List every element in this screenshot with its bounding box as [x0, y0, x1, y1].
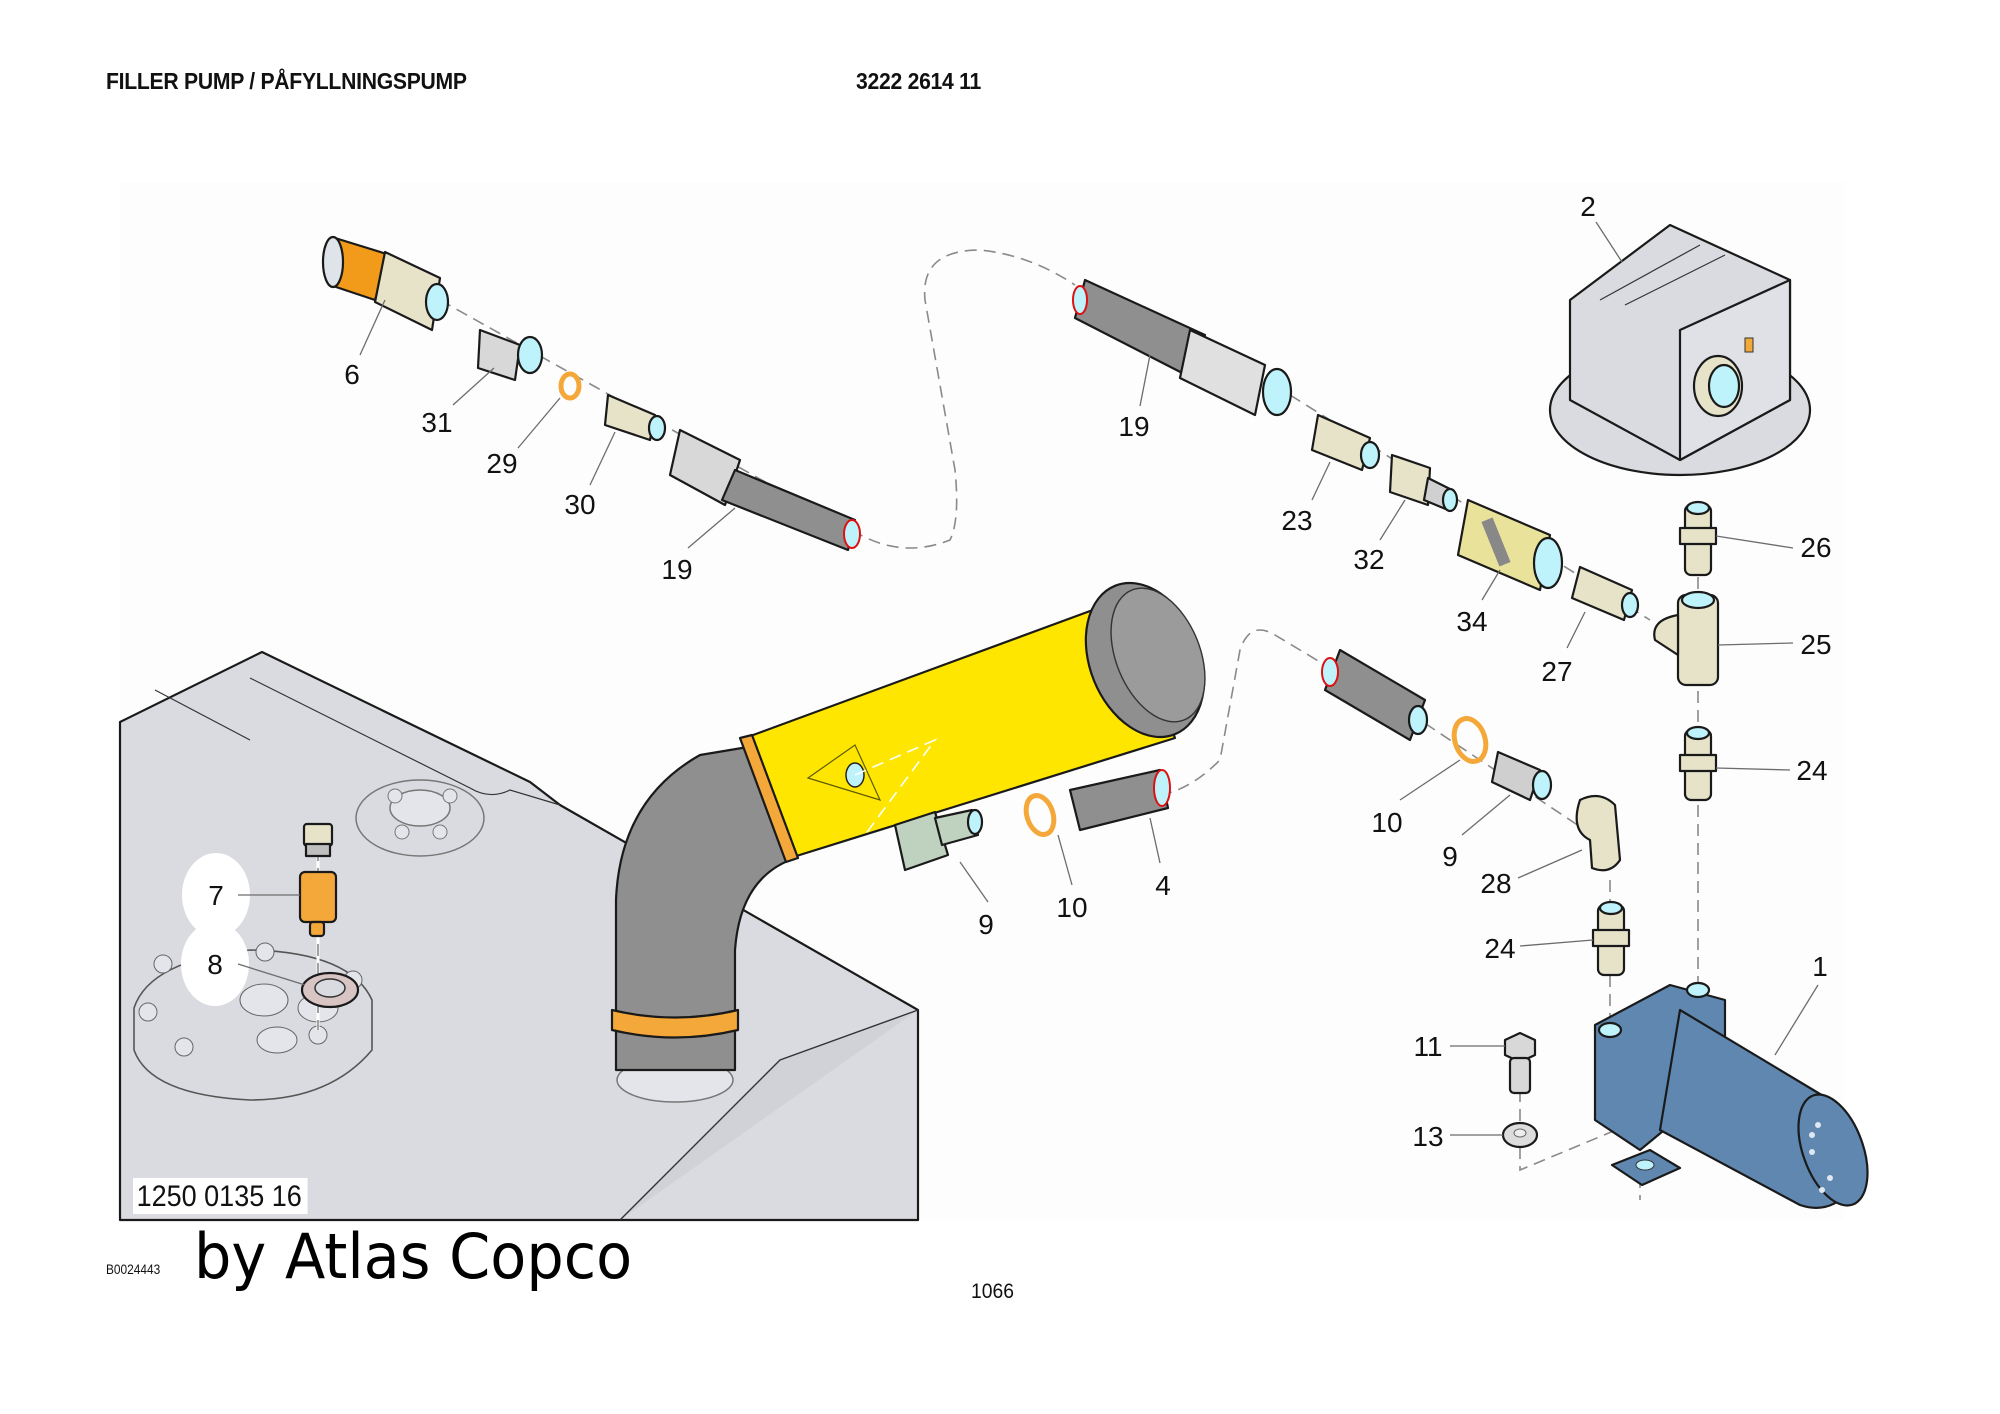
callout-reducer: 31: [421, 407, 452, 438]
leader-lines: [237, 221, 1819, 1136]
callout-sealing-washer: 8: [207, 949, 223, 980]
callout-nipple-tee-inlet: 27: [1541, 656, 1572, 687]
drawing-number: B0024443: [106, 1261, 161, 1277]
nipple-24-lower: [1591, 900, 1631, 977]
reducer-31: [476, 328, 544, 382]
washer-13: [1501, 1121, 1539, 1149]
callout-bolt: 11: [1413, 1031, 1442, 1062]
filler-tube: [610, 581, 1206, 1072]
hose-4: [1068, 768, 1171, 832]
callout-pressure-switch-box: 2: [1580, 191, 1596, 222]
nipple-24-upper: [1678, 725, 1718, 802]
page-number: 1066: [971, 1280, 1014, 1303]
callout-hose-short: 4: [1155, 870, 1171, 901]
callout-hose-nipple-elbow: 9: [1442, 841, 1458, 872]
callout-tee-fitting: 25: [1800, 629, 1831, 660]
callout-adapter: 30: [564, 489, 595, 520]
hose-route-lower: [1159, 629, 1326, 796]
watermark-brand: by Atlas Copco: [194, 1220, 633, 1293]
elbow-28: [1575, 794, 1622, 872]
sealing-washer-8: [300, 971, 360, 1009]
tank-reference-number: 1250 0135 16: [133, 1178, 308, 1214]
highlight-7: [182, 853, 250, 937]
callout-quick-coupling-socket: 34: [1456, 606, 1487, 637]
callout-hose-assembly-left: 19: [661, 554, 692, 585]
suction-strainer-6: [321, 235, 450, 332]
hose-nipple-9-tube: [893, 808, 984, 872]
tee-fitting-25: [1653, 590, 1720, 687]
callout-washer: 13: [1412, 1121, 1443, 1152]
quick-coupling-socket-34: [1456, 498, 1564, 592]
callout-suction-strainer: 6: [344, 359, 360, 390]
pressure-switch-box-2: [1548, 223, 1812, 477]
o-ring-29: [558, 371, 582, 401]
callout-adapter-nipple: 23: [1281, 505, 1312, 536]
fuel-tank: [118, 650, 920, 1222]
callout-hose-clamp-tube: 10: [1056, 892, 1087, 923]
adapter-nipple-23: [1310, 413, 1381, 472]
callout-pump-motor: 1: [1812, 951, 1828, 982]
hose-route-upper: [851, 249, 1076, 549]
callout-nipple-upper: 24: [1796, 755, 1827, 786]
callout-numbers: 1246789910101113191923242425262728293031…: [207, 191, 1831, 1152]
tank-port-cover: [355, 779, 485, 857]
callout-hose-clamp-right: 10: [1371, 807, 1402, 838]
callout-elbow: 28: [1480, 868, 1511, 899]
adapter-30: [603, 393, 667, 442]
tank-flange: [133, 942, 373, 1101]
hose-clamp-10-right: [1451, 716, 1489, 764]
callout-nipple-lower: 24: [1484, 933, 1515, 964]
nipple-26: [1678, 500, 1718, 577]
callout-quick-coupling-plug: 32: [1353, 544, 1384, 575]
page-title: FILLER PUMP / PÅFYLLNINGSPUMP: [106, 68, 467, 94]
hose-assembly-19-left: [668, 428, 861, 552]
hose-clamp-10-tube: [1023, 793, 1057, 837]
quick-coupling-plug-32: [1388, 453, 1459, 513]
nipple-27: [1570, 565, 1640, 622]
bolt-11: [1503, 1031, 1537, 1095]
hose-right: [1321, 648, 1429, 742]
callout-o-ring: 29: [486, 448, 517, 479]
part-number: 3222 2614 11: [856, 68, 981, 94]
callout-nipple-top: 26: [1800, 532, 1831, 563]
highlight-8: [181, 922, 249, 1006]
callout-hose-nipple-tube: 9: [978, 909, 994, 940]
hose-assembly-19-right: [1072, 278, 1293, 417]
hose-nipple-9-right: [1490, 750, 1553, 802]
callout-hose-assembly-right: 19: [1118, 411, 1149, 442]
pump-1: [1593, 981, 1869, 1209]
callout-level-sensor: 7: [208, 880, 224, 911]
